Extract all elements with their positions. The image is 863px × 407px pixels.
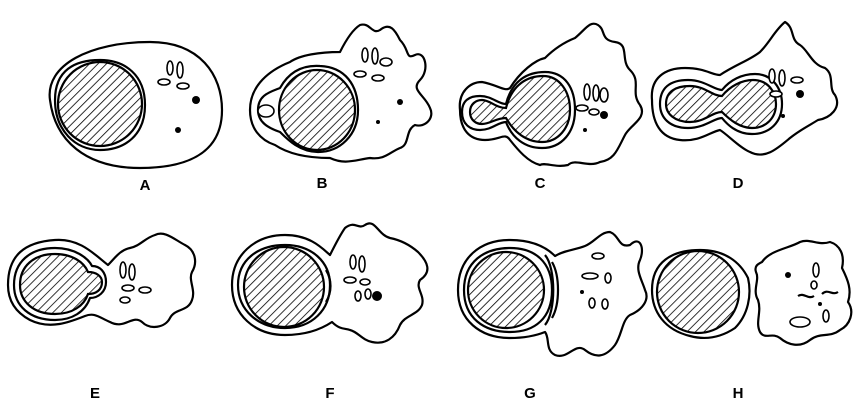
nucleus bbox=[666, 80, 776, 128]
golgi-organelles bbox=[576, 84, 608, 115]
nucleus bbox=[470, 76, 570, 142]
granule bbox=[818, 302, 822, 306]
granule bbox=[796, 90, 804, 98]
granule bbox=[580, 290, 584, 294]
nucleus bbox=[279, 70, 355, 150]
golgi-organelles bbox=[354, 48, 392, 81]
nucleus bbox=[468, 252, 544, 328]
panel-b: B bbox=[250, 25, 431, 192]
panel-label-f: F bbox=[325, 385, 334, 402]
panel-label-e: E bbox=[90, 385, 100, 402]
panel-h: H bbox=[652, 241, 851, 402]
granule bbox=[372, 291, 382, 301]
panel-f: F bbox=[232, 223, 427, 402]
granule bbox=[175, 127, 181, 133]
panel-e: E bbox=[8, 234, 195, 402]
golgi-organelles bbox=[582, 253, 611, 309]
panel-g: G bbox=[458, 232, 647, 402]
granule bbox=[192, 96, 200, 104]
granule bbox=[600, 111, 608, 119]
golgi-organelles bbox=[344, 255, 371, 301]
panel-d: D bbox=[652, 22, 837, 192]
panel-a: A bbox=[50, 42, 222, 194]
granule bbox=[583, 128, 587, 132]
panel-label-b: B bbox=[317, 175, 328, 192]
panel-label-a: A bbox=[140, 177, 151, 194]
panel-label-d: D bbox=[733, 175, 744, 192]
panel-c: C bbox=[460, 24, 642, 192]
remnant-organelles bbox=[785, 263, 838, 327]
nucleus bbox=[58, 62, 142, 146]
golgi-organelles bbox=[158, 61, 189, 89]
granule bbox=[397, 99, 403, 105]
granule bbox=[781, 114, 785, 118]
golgi-organelles bbox=[120, 262, 151, 303]
panel-label-h: H bbox=[733, 385, 744, 402]
nucleus bbox=[657, 251, 739, 333]
panel-label-g: G bbox=[524, 385, 536, 402]
granule bbox=[376, 120, 380, 124]
nuclear-bleb bbox=[258, 105, 274, 117]
nucleus bbox=[244, 247, 324, 327]
panel-label-c: C bbox=[535, 175, 546, 192]
